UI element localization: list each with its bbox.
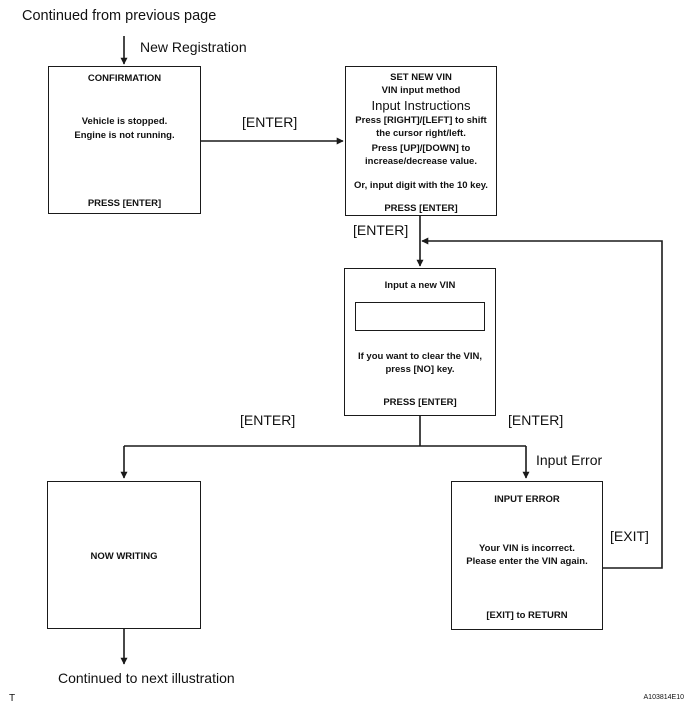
set-new-vin-press-enter: PRESS [ENTER]	[384, 203, 458, 214]
confirmation-line-1: Vehicle is stopped.	[81, 116, 168, 127]
input-error-line-2: Please enter the VIN again.	[466, 556, 588, 567]
confirmation-title: CONFIRMATION	[87, 73, 162, 84]
input-new-vin-title: Input a new VIN	[384, 280, 456, 291]
exit-loop	[421, 237, 663, 569]
set-new-vin-title: SET NEW VIN	[390, 72, 452, 83]
set-new-vin-line-1: Press [RIGHT]/[LEFT] to shift	[355, 115, 487, 126]
corner-mark: T	[9, 693, 16, 704]
now-writing-title: NOW WRITING	[90, 551, 158, 562]
enter-label-confirm: [ENTER]	[242, 114, 298, 130]
vin-input-field[interactable]	[355, 302, 485, 331]
input-instructions-heading: Input Instructions	[371, 98, 471, 113]
exit-label: [EXIT]	[610, 528, 649, 544]
set-new-vin-line-3: Press [UP]/[DOWN] to	[371, 143, 471, 154]
input-error-label: Input Error	[536, 452, 603, 468]
input-new-vin-screen: Input a new VIN If you want to clear the…	[344, 268, 496, 416]
input-error-line-1: Your VIN is incorrect.	[479, 543, 575, 554]
enter-label-right: [ENTER]	[508, 412, 564, 428]
new-registration-label: New Registration	[140, 39, 247, 55]
confirmation-press-enter: PRESS [ENTER]	[87, 198, 162, 209]
continued-to-label: Continued to next illustration	[58, 670, 235, 686]
enter-label-left: [ENTER]	[240, 412, 296, 428]
enter-label-setvin: [ENTER]	[353, 222, 409, 238]
continued-from-label: Continued from previous page	[22, 8, 217, 24]
exit-to-return: [EXIT] to RETURN	[486, 610, 568, 621]
clear-vin-line-2: press [NO] key.	[385, 364, 455, 375]
clear-vin-line-1: If you want to clear the VIN,	[357, 351, 483, 362]
confirmation-line-2: Engine is not running.	[74, 130, 175, 141]
input-error-screen: INPUT ERROR Your VIN is incorrect. Pleas…	[451, 481, 603, 630]
confirmation-screen: CONFIRMATION Vehicle is stopped. Engine …	[48, 66, 201, 214]
set-new-vin-line-4: increase/decrease value.	[365, 156, 477, 167]
set-new-vin-line-2: the cursor right/left.	[376, 128, 466, 139]
set-new-vin-subtitle: VIN input method	[381, 85, 461, 96]
set-new-vin-line-5: Or, input digit with the 10 key.	[354, 180, 488, 191]
figure-id: A103814E10	[643, 694, 684, 701]
input-error-title: INPUT ERROR	[494, 494, 560, 505]
set-new-vin-screen: SET NEW VIN VIN input method Input Instr…	[345, 66, 497, 216]
input-new-vin-press-enter: PRESS [ENTER]	[383, 397, 457, 408]
now-writing-screen: NOW WRITING	[47, 481, 201, 629]
